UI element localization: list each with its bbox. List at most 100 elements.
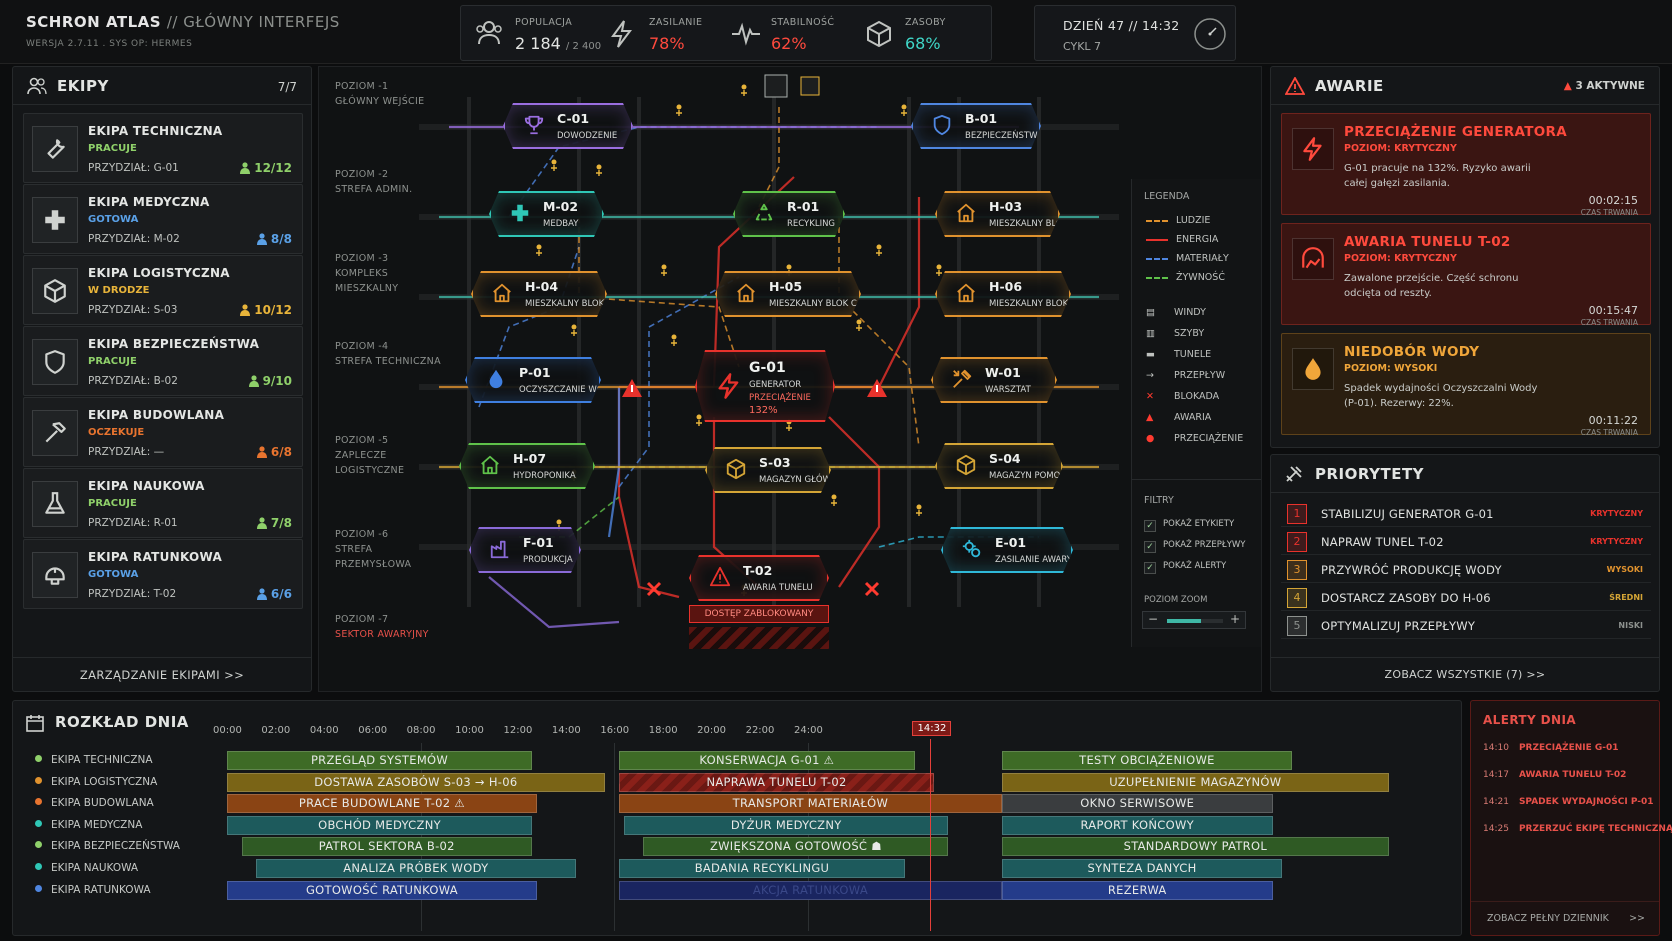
schedule-bar[interactable]: DOSTAWA ZASOBÓW S-03 → H-06 [227,772,605,792]
filter-checkbox[interactable]: ✓POKAŻ PRZEPŁYWY [1144,540,1246,553]
person-marker-body [676,110,682,116]
schedule-bar[interactable]: AKCJA RATUNKOWA [619,880,1002,900]
person-icon [248,375,259,387]
schedule-bar[interactable]: PATROL SEKTORA B-02 [241,837,533,857]
priority-level: WYSOKI [1606,565,1643,574]
schedule-bar[interactable]: SYNTEZA DANYCH [1001,859,1283,878]
collapsed-tunnel-icon [1302,247,1324,269]
shaft-bar [577,97,581,607]
crew-color-dot [35,841,42,849]
schedule-bar[interactable]: TESTY OBCIĄŻENIOWE [1001,751,1293,770]
schedule-bar[interactable]: OBCHÓD MEDYCZNY [227,815,533,835]
schedule-bar[interactable]: BADANIA RECYKLINGU [619,859,905,878]
level-number: POZIOM -2 [335,169,389,180]
crew-color-dot [35,884,42,892]
schedule-bar[interactable]: GOTOWOŚĆ RATUNKOWA [227,880,537,900]
schedule-bar[interactable]: KONSERWACJA G-01 ⚠ [619,751,915,770]
manage-crews-button[interactable]: ZARZĄDZANIE EKIPAMI >> [13,657,311,691]
crew-icon-box [32,197,78,243]
room-icon-wrap [715,372,743,404]
zoom-slider[interactable] [1167,619,1223,623]
room-code: R-01 [787,199,820,214]
priority-number: 2 [1287,532,1307,552]
schedule-title: ROZKŁAD DNIA [55,713,189,731]
schedule-bar[interactable]: ANALIZA PRÓBEK WODY [256,859,576,878]
zoom-in-button[interactable]: + [1229,612,1240,626]
schedule-crew-label: EKIPA LOGISTYCZNA [35,776,157,788]
schedule-bar[interactable]: TRANSPORT MATERIAŁÓW [619,794,1002,814]
time-tick: 14:00 [551,725,581,736]
filter-checkbox[interactable]: ✓POKAŻ ALERTY [1144,561,1226,574]
tools-icon [951,368,973,390]
alert-description: Zawalone przejście. Część schronu odcięt… [1344,273,1519,299]
shaft-bar [957,97,961,607]
alert-duration-label: CZAS TRWANIA [1580,208,1638,217]
schedule-bar[interactable]: ZWIĘKSZONA GOTOWOŚĆ ☗ [643,837,949,857]
crew-label-text: EKIPA TECHNICZNA [51,754,153,766]
filter-checkbox[interactable]: ✓POKAŻ ETYKIETY [1144,519,1234,532]
schedule-bar[interactable]: UZUPEŁNIENIE MAGAZYNÓW [1001,772,1389,792]
zoom-out-button[interactable]: − [1148,612,1159,626]
schedule-bar[interactable]: REZERWA [1001,880,1273,900]
schedule-bar[interactable]: OKNO SERWISOWE [1001,794,1273,814]
checkbox-checked-icon: ✓ [1144,562,1156,574]
schedule-bar[interactable]: STANDARDOWY PATROL [1001,837,1389,857]
day-clock-box: DZIEŃ 47 // 14:32 CYKL 7 [1034,5,1236,61]
stat-power[interactable]: ZASILANIE 78% [609,6,719,62]
schedule-bar[interactable]: PRZEGLĄD SYSTEMÓW [227,751,533,770]
schedule-crew-label: EKIPA TECHNICZNA [35,754,153,766]
schedule-bar[interactable]: DYŻUR MEDYCZNY [624,815,949,835]
priority-level: KRYTYCZNY [1590,509,1643,518]
stat-population[interactable]: POPULACJA 2 184 / 2 400 [475,6,601,62]
schedule-bar[interactable]: NAPRAWA TUNELU T-02 [619,772,934,792]
see-all-priorities-button[interactable]: ZOBACZ WSZYSTKIE (7) >> [1271,657,1659,691]
alert-icon-box [1292,128,1334,170]
schedule-bar[interactable]: RAPORT KOŃCOWY [1001,815,1273,835]
rescue-helmet-icon [45,567,65,585]
stat-resources[interactable]: ZASOBY 68% [865,6,985,62]
gears-icon [961,538,983,560]
schedule-bar[interactable]: PRACE BUDOWLANE T-02 ⚠ [227,794,537,814]
stat-stability[interactable]: STABILNOŚĆ 62% [731,6,851,62]
full-log-button[interactable]: ZOBACZ PEŁNY DZIENNIK>> [1471,901,1659,935]
